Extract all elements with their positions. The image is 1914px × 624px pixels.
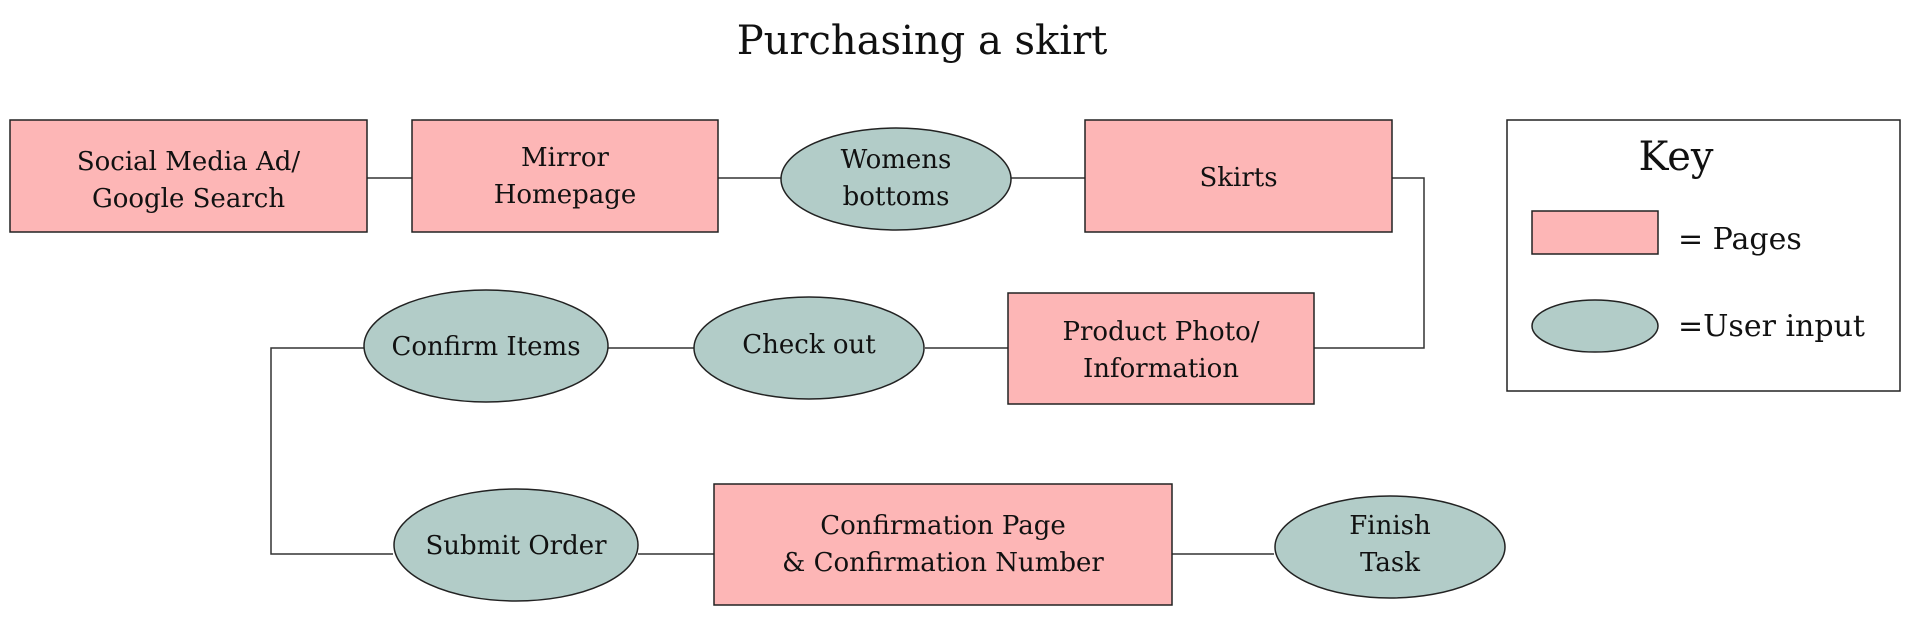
node-womens-bottoms: Womens bottoms bbox=[780, 127, 1012, 231]
node-label: Confirm Items bbox=[391, 332, 580, 362]
page-box bbox=[1007, 292, 1315, 405]
legend-title: Key bbox=[1638, 134, 1713, 180]
node-label: Confirmation Page bbox=[820, 511, 1066, 541]
node-check-out: Check out bbox=[693, 296, 925, 400]
page-box bbox=[9, 119, 368, 233]
legend-pages-label: = Pages bbox=[1678, 222, 1802, 257]
node-mirror-homepage: Mirror Homepage bbox=[411, 119, 719, 233]
input-ellipse bbox=[393, 488, 639, 602]
node-label: Product Photo/ bbox=[1063, 317, 1260, 347]
edge-skirts-product bbox=[1314, 177, 1425, 349]
node-label: Check out bbox=[742, 330, 876, 360]
node-label: Skirts bbox=[1199, 163, 1277, 193]
page-box bbox=[1084, 119, 1393, 233]
connectors bbox=[270, 177, 1425, 555]
legend-input-label: =User input bbox=[1678, 309, 1865, 344]
node-label: Google Search bbox=[92, 184, 285, 214]
input-ellipse bbox=[1274, 495, 1506, 599]
input-ellipse bbox=[780, 127, 1012, 231]
node-finish-task: Finish Task bbox=[1274, 495, 1506, 599]
input-ellipse bbox=[693, 296, 925, 400]
diagram-title: Purchasing a skirt bbox=[737, 18, 1108, 64]
node-skirts: Skirts bbox=[1084, 119, 1393, 233]
page-box bbox=[713, 483, 1173, 606]
node-label: Mirror bbox=[521, 143, 609, 173]
node-label: Womens bbox=[841, 145, 952, 175]
node-product-photo: Product Photo/ Information bbox=[1007, 292, 1315, 405]
node-label: Submit Order bbox=[425, 531, 607, 561]
node-confirmation-page: Confirmation Page & Confirmation Number bbox=[713, 483, 1173, 606]
node-confirm-items: Confirm Items bbox=[363, 289, 609, 403]
page-box bbox=[411, 119, 719, 233]
input-ellipse bbox=[363, 289, 609, 403]
node-label: & Confirmation Number bbox=[782, 548, 1104, 578]
node-submit-order: Submit Order bbox=[393, 488, 639, 602]
node-label: Information bbox=[1083, 354, 1239, 384]
node-social-media-ad: Social Media Ad/ Google Search bbox=[9, 119, 368, 233]
node-label: Social Media Ad/ bbox=[77, 147, 301, 177]
legend-input-swatch bbox=[1531, 299, 1659, 353]
edge-confirm-submit bbox=[270, 347, 393, 555]
node-label: Task bbox=[1360, 548, 1420, 578]
legend-page-swatch bbox=[1531, 210, 1659, 255]
node-label: Homepage bbox=[494, 180, 637, 210]
legend-key: Key = Pages =User input bbox=[1506, 119, 1901, 392]
node-label: bottoms bbox=[843, 182, 950, 212]
node-label: Finish bbox=[1349, 511, 1431, 541]
